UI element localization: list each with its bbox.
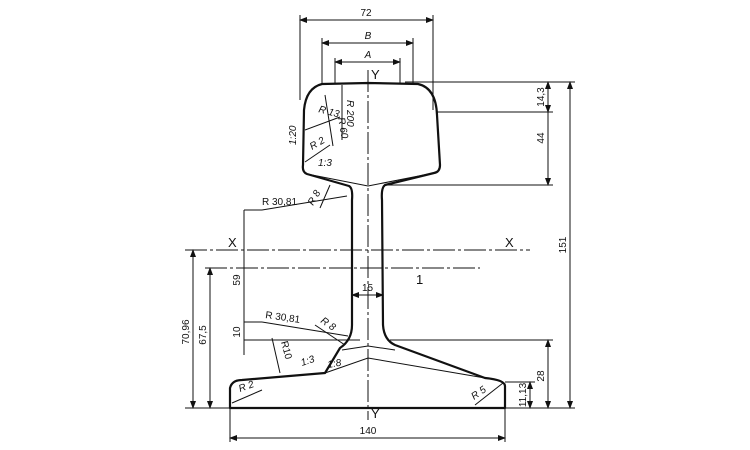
dim-web-width: 15: [362, 283, 374, 294]
x-axis-label-right: X: [505, 235, 514, 250]
dim-web-height: 59: [232, 274, 243, 286]
dim-total-height: 151: [558, 236, 569, 253]
head-underside-line: [306, 172, 435, 187]
y-axis-label-top: Y: [371, 67, 380, 82]
radius-r3081-top: R 30,81: [262, 197, 297, 208]
dim-center-height: 67,5: [198, 325, 209, 345]
x-axis-label-left: X: [228, 235, 237, 250]
slope-foot-inner: 1:8: [327, 358, 343, 371]
slope-foot-upper: 1:3: [300, 354, 317, 369]
dim-head-width: 72: [360, 8, 372, 19]
leader-r2-head: [304, 144, 331, 163]
web-foot-junction: [341, 345, 396, 351]
leader-r60: [324, 94, 334, 147]
dim-b-label: B: [365, 31, 372, 42]
section-mark: 1: [416, 272, 423, 287]
leader-r5-foot: [474, 382, 504, 406]
foot-inner-line: [324, 357, 486, 379]
radius-r60: R 60: [335, 117, 350, 140]
leader-r2-foot: [231, 389, 263, 404]
slope-head-side: 1:20: [288, 125, 299, 145]
radius-r2-foot: R 2: [237, 379, 256, 395]
leader-r8-bottom: [314, 324, 346, 346]
radius-r13: R 13: [317, 104, 341, 120]
dim-neutral-axis-height: 70,96: [181, 319, 192, 344]
dim-a-label: A: [364, 50, 372, 61]
radius-r200: R 200: [344, 100, 355, 127]
leader-r10: [271, 337, 281, 374]
y-axis-label-bottom: Y: [371, 406, 380, 421]
dim-foot-width: 140: [360, 426, 377, 437]
radius-r3081-bottom: R 30,81: [265, 310, 302, 326]
leader-r3081-top: [261, 195, 348, 211]
dim-foot-height: 28: [536, 370, 547, 382]
leader-r3081-bottom: [261, 321, 349, 337]
dim-head-top-height: 14,3: [536, 87, 547, 107]
leader-r8-top: [319, 184, 331, 209]
radius-r5-foot: R 5: [469, 384, 488, 402]
radius-r2-head: R 2: [308, 135, 327, 153]
radius-r8-bottom: R 8: [318, 315, 337, 333]
dim-web-lower: 10: [232, 326, 243, 338]
dim-head-height: 44: [536, 132, 547, 144]
radius-r10: R10: [278, 340, 293, 361]
dim-foot-edge-height: 11,13: [518, 382, 529, 407]
leader-r13: [304, 116, 341, 131]
slope-head-under: 1:3: [318, 158, 332, 169]
